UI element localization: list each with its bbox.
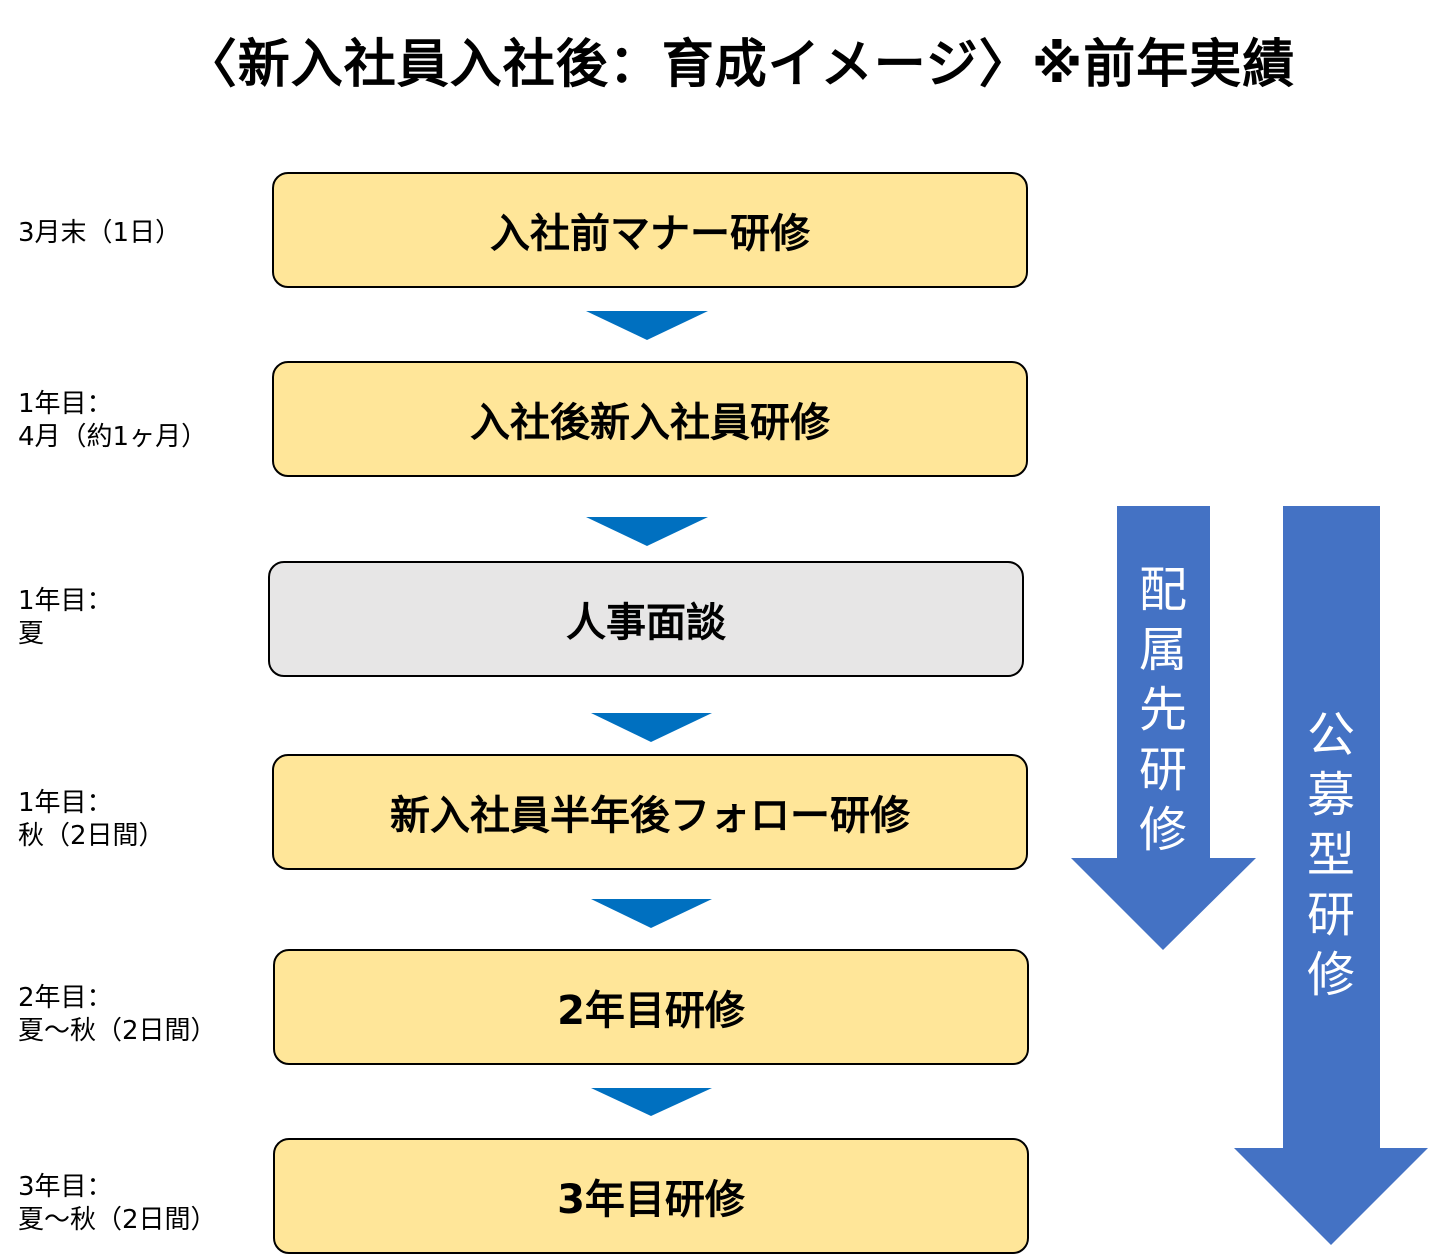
step-period: 3年目： 夏～秋（2日間）	[18, 1172, 217, 1235]
step-box: 2年目研修	[273, 949, 1029, 1065]
step-period: 3月末（1日）	[18, 218, 182, 248]
step-box: 人事面談	[268, 561, 1024, 677]
side-arrow-label: 公募型研修	[1306, 707, 1355, 1003]
step-arrow-icon	[586, 311, 708, 340]
step-period: 1年目： 4月（約1ヶ月）	[18, 389, 208, 452]
step-arrow-icon	[591, 899, 712, 928]
side-arrow-assignment	[1071, 506, 1256, 950]
step-box: 入社前マナー研修	[272, 172, 1028, 288]
step-period: 1年目： 夏	[18, 586, 113, 649]
step-arrow-icon	[591, 713, 712, 742]
step-period: 2年目： 夏～秋（2日間）	[18, 983, 217, 1046]
step-box: 入社後新入社員研修	[272, 361, 1028, 477]
side-arrow-open	[1234, 506, 1428, 1245]
step-arrow-icon	[586, 517, 708, 546]
step-box: 3年目研修	[273, 1138, 1029, 1254]
step-arrow-icon	[591, 1088, 712, 1116]
step-period: 1年目： 秋（2日間）	[18, 788, 165, 851]
page-title: 〈新入社員入社後：育成イメージ〉※前年実績	[184, 35, 1296, 95]
side-arrow-label: 配属先研修	[1138, 562, 1187, 858]
step-box: 新入社員半年後フォロー研修	[272, 754, 1028, 870]
